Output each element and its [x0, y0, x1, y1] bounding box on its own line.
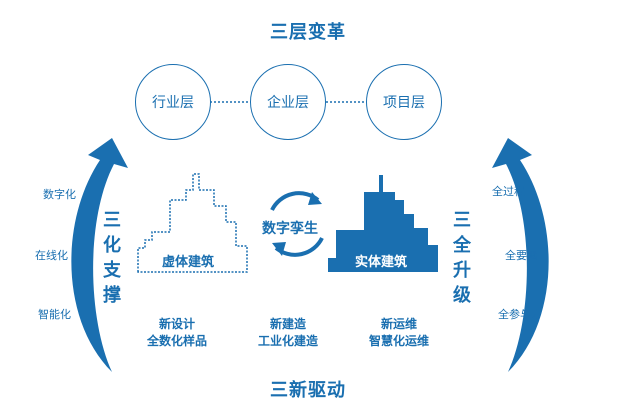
right-title: 三全升级	[453, 210, 471, 306]
bottom-title: 三新驱动	[270, 380, 346, 401]
caption-operation: 新运维智慧化运维	[349, 316, 449, 350]
right-arrow-icon	[492, 138, 549, 372]
layer-project: 项目层	[366, 64, 442, 140]
arrowhead-icon	[308, 192, 322, 205]
caption-line: 新建造	[269, 317, 306, 331]
right-item: 全要素	[505, 249, 538, 262]
left-title: 三化支撑	[103, 210, 121, 306]
caption-line: 全数化样品	[146, 334, 207, 348]
left-item: 数字化	[43, 188, 76, 201]
real-building-label: 实体建筑	[355, 255, 408, 270]
arrowhead-icon	[272, 242, 286, 256]
right-item: 全过程	[492, 185, 525, 198]
left-item: 智能化	[38, 308, 71, 321]
left-arrow-icon	[71, 138, 128, 372]
layer-enterprise: 企业层	[250, 64, 326, 140]
top-title: 三层变革	[270, 22, 346, 43]
real-building-icon	[328, 175, 438, 272]
caption-line: 新运维	[380, 317, 417, 331]
virtual-building-icon	[137, 173, 248, 273]
caption-construction: 新建造工业化建造	[238, 316, 338, 350]
right-item: 全参与方	[498, 308, 542, 321]
caption-design: 新设计全数化样品	[127, 316, 227, 350]
layer-industry: 行业层	[135, 64, 211, 140]
caption-line: 工业化建造	[257, 334, 318, 348]
left-item: 在线化	[35, 249, 68, 262]
virtual-building-label: 虚体建筑	[162, 255, 215, 270]
caption-line: 智慧化运维	[368, 334, 429, 348]
caption-line: 新设计	[158, 317, 195, 331]
digital-twin-label: 数字孪生	[262, 221, 318, 237]
